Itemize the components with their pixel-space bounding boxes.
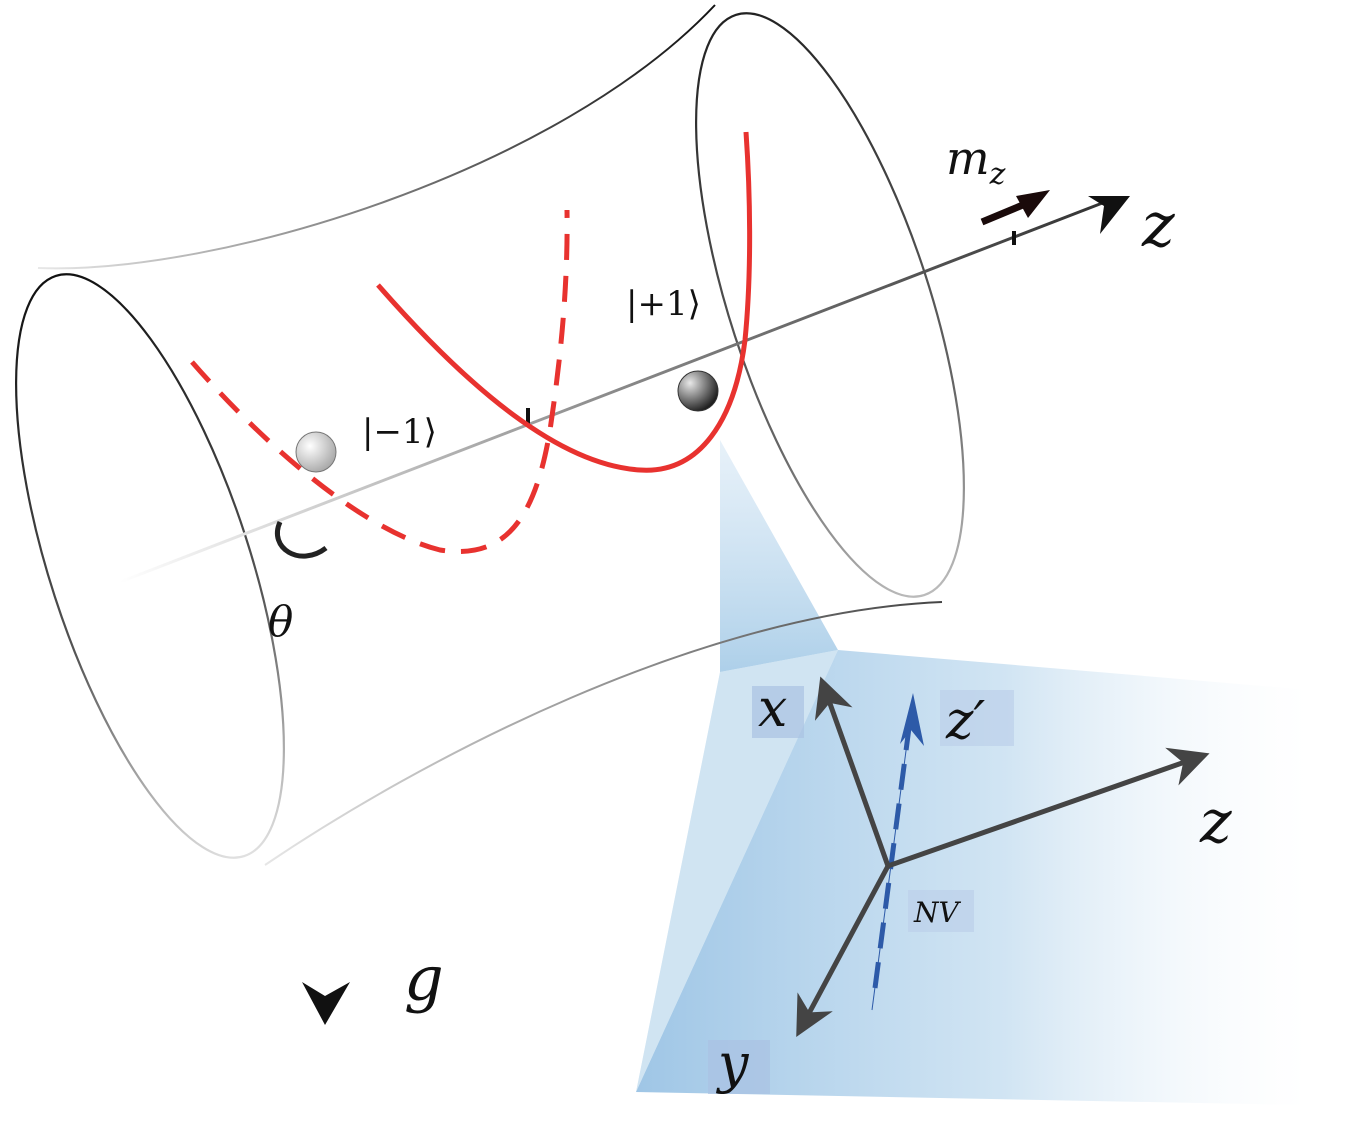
nv-axis-dashed: [872, 719, 913, 989]
minus-state-particle: [295, 431, 337, 473]
y-label: y: [716, 1032, 750, 1095]
mz-label: mz: [946, 131, 1006, 192]
z-inset-label: z: [1199, 787, 1232, 857]
nv-label-bg: [908, 890, 974, 932]
nv-frame-panel: [636, 650, 1310, 1105]
x-label-bg: [752, 686, 804, 738]
x-axis-arrow: [814, 676, 891, 867]
trap-left-ring: [15, 273, 285, 859]
ket-minus-label: |−1⟩: [362, 412, 437, 452]
trap-top-edge: [37, 4, 716, 270]
mz-arrowhead: [1016, 190, 1050, 218]
zprime-label-bg: [940, 690, 1014, 746]
z-axis-line: [119, 200, 1106, 584]
z-prime-label: z′: [945, 691, 985, 751]
ket-plus-label: |+1⟩: [626, 284, 701, 324]
plus-state-particle: [677, 370, 719, 412]
y-axis-arrow: [796, 864, 891, 1038]
zoom-beam-lower: [636, 650, 838, 1092]
z-axis-label: z: [1141, 188, 1175, 261]
theta-arc: [275, 520, 328, 559]
z-prime-arrowhead: [900, 693, 924, 746]
theta-label: θ: [268, 597, 293, 646]
nv-coordinate-frame: [796, 676, 1210, 1038]
y-label-bg: [708, 1040, 770, 1094]
nv-label: NV: [913, 896, 962, 929]
potential-plus-curve: [376, 131, 753, 473]
z-axis-arrowhead: [1088, 196, 1130, 234]
trap-bottom-edge: [264, 601, 943, 866]
g-label: g: [404, 942, 444, 1015]
zoom-beam: [720, 440, 838, 672]
x-label: x: [758, 679, 787, 739]
potential-minus-curve: [190, 209, 570, 554]
z-inset-axis-arrow: [887, 747, 1210, 869]
gravity-arrowhead: [302, 982, 350, 1025]
trap-right-ring: [695, 12, 965, 598]
